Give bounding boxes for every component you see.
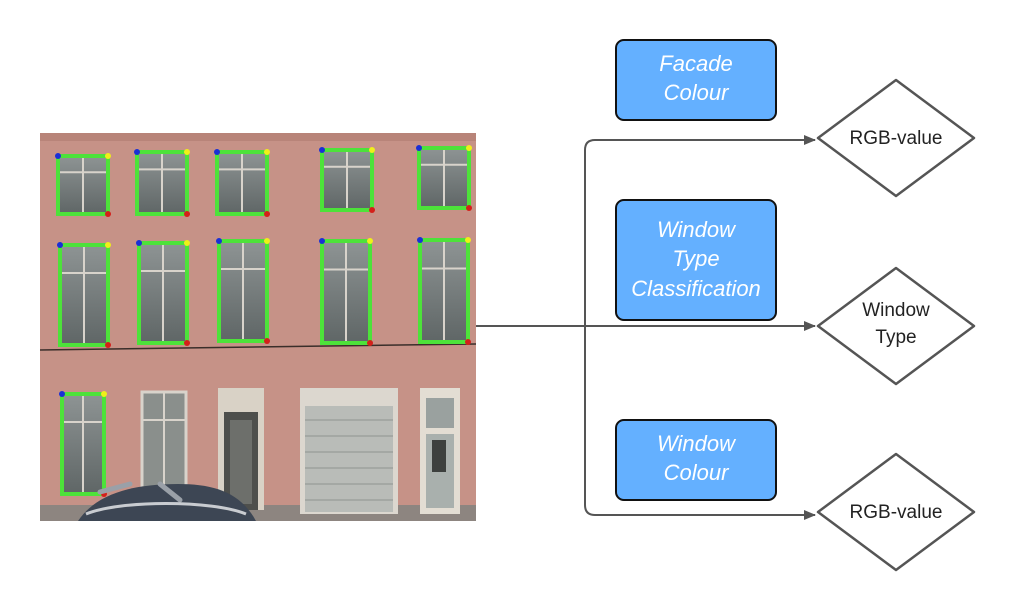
parked-car <box>78 481 256 521</box>
window-detection-11 <box>59 391 107 497</box>
window-detection-8 <box>216 238 270 344</box>
window-detection-5 <box>416 145 472 211</box>
cable-line <box>40 343 476 351</box>
detected-windows <box>55 145 472 497</box>
facade-colour-line-2: Colour <box>664 80 730 105</box>
window-colour-box: Window Colour <box>615 419 777 501</box>
facade-cornice <box>40 133 476 141</box>
rgb-value-window-diamond: RGB-value <box>816 452 976 572</box>
window-colour-line-2: Colour <box>664 460 730 485</box>
window-detection-6 <box>57 242 111 348</box>
facade-colour-line-1: Facade <box>659 51 732 76</box>
garage-door-panels <box>305 419 393 501</box>
window-type-label-line-1: Window <box>862 300 930 321</box>
facade-photo <box>40 133 476 521</box>
window-detection-1 <box>55 153 111 217</box>
window-type-label-line-2: Type <box>875 327 916 348</box>
window-type-classification-line-1: Window <box>657 217 737 242</box>
facade-colour-box: Facade Colour <box>615 39 777 121</box>
ground-floor-window <box>140 390 188 490</box>
window-detection-2 <box>134 149 190 217</box>
window-type-classification-box: Window Type Classification <box>615 199 777 321</box>
window-type-classification-line-3: Classification <box>631 276 761 301</box>
rgb-value-facade-diamond: RGB-value <box>816 78 976 198</box>
window-colour-line-1: Window <box>657 431 737 456</box>
connector-lines <box>476 135 816 520</box>
window-detection-4 <box>319 147 375 213</box>
window-detection-7 <box>136 240 190 346</box>
entrance-door <box>218 388 264 510</box>
window-type-diamond: Window Type <box>816 266 976 386</box>
window-type-classification-line-2: Type <box>672 246 719 271</box>
side-door <box>420 388 460 514</box>
window-detection-10 <box>417 237 471 345</box>
rgb-value-facade-label: RGB-value <box>850 128 943 149</box>
garage-door <box>300 388 398 514</box>
window-detection-3 <box>214 149 270 217</box>
branch-vertical <box>584 139 596 516</box>
rgb-value-window-label: RGB-value <box>850 502 943 523</box>
window-detection-9 <box>319 238 373 346</box>
